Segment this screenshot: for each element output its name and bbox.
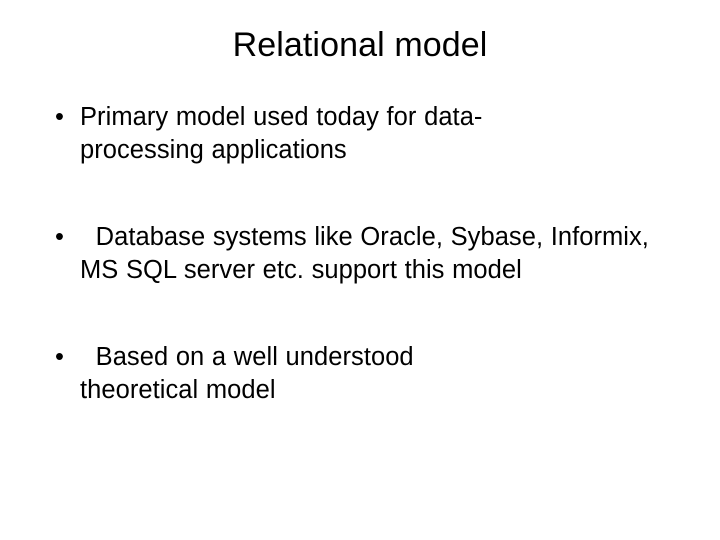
bullet-point-icon: • [55,223,64,251]
list-item-text: Based on a well understood theoretical m… [80,343,422,404]
page-title: Relational model [232,26,488,64]
bullet-point-icon: • [55,343,64,371]
list-item: • Based on a well understood theoretical… [50,341,680,407]
list-item: • Database systems like Oracle, Sybase, … [50,221,680,287]
list-item-text: Primary model used today for data-proces… [80,103,483,164]
bullet-point-icon: • [55,103,64,131]
bullet-list: • Primary model used today for data-proc… [50,101,680,407]
list-item: • Primary model used today for data-proc… [50,101,680,167]
list-item-text: Database systems like Oracle, Sybase, In… [80,223,657,284]
